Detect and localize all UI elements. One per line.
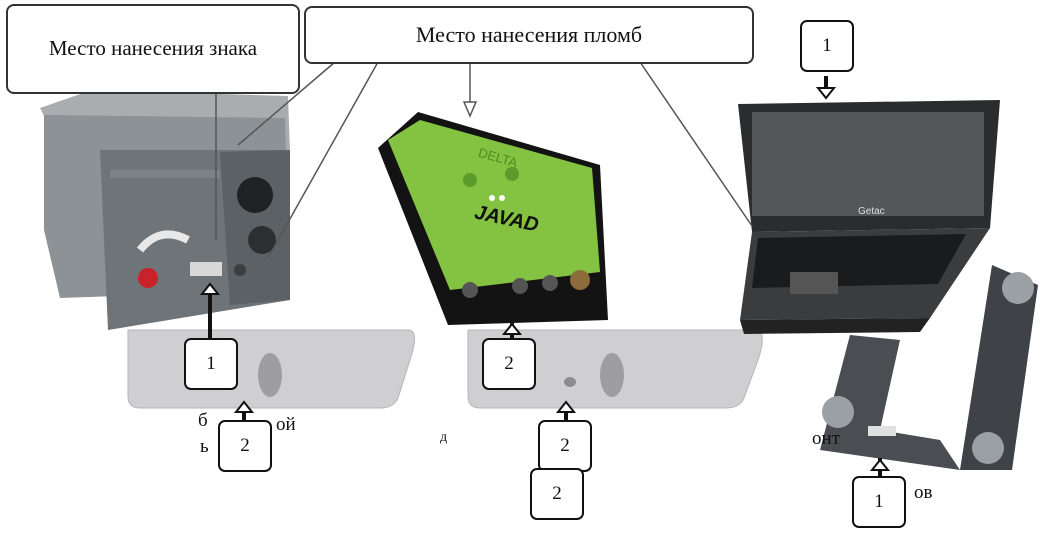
caption-fragment-left-bottom: ь (200, 436, 209, 457)
mounting-bracket-image (820, 265, 1038, 470)
marker-arrows (199, 76, 891, 476)
marker-2-gnss: 2 (482, 338, 536, 390)
caption-fragment-left-top: б (198, 410, 208, 431)
marker-1-unit: 1 (184, 338, 238, 390)
laptop-brand-logo: Getac (858, 206, 885, 217)
gnss-receiver-image (378, 112, 608, 325)
marker-2-center-lower: 2 (530, 468, 584, 520)
caption-fragment-mid: д (440, 430, 448, 445)
marker-2-center-upper: 2 (538, 420, 592, 472)
marker-2-unit: 2 (218, 420, 272, 472)
laptop-image (738, 100, 1000, 334)
caption-fragment-left-right: ой (276, 414, 296, 435)
sign-place-label: Место нанесения знака (48, 36, 258, 61)
electronic-unit-image (40, 90, 290, 330)
sign-place-callout: Место нанесения знака (6, 4, 300, 94)
leader-lines (215, 61, 753, 259)
seal-place-label: Место нанесения пломб (415, 22, 643, 47)
caption-fragment-bottom-right: ов (914, 482, 933, 503)
marker-1-bracket: 1 (852, 476, 906, 528)
caption-fragment-right: онт (812, 428, 840, 449)
marker-1-laptop: 1 (800, 20, 854, 72)
seal-place-callout: Место нанесения пломб (304, 6, 754, 64)
